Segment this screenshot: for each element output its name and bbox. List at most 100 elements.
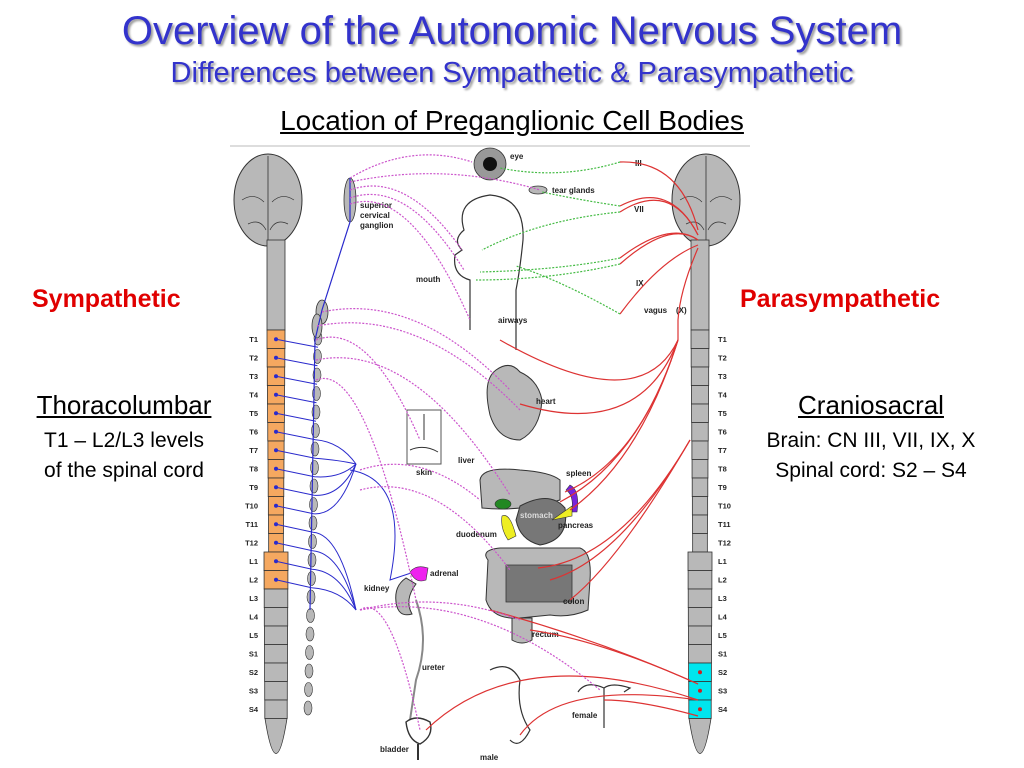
- segment-label-t4: T4: [249, 391, 259, 400]
- spinal-segment-s3: [264, 681, 288, 701]
- sympathetic-preganglionic-fiber: [275, 375, 318, 385]
- segment-label-t7: T7: [249, 446, 258, 455]
- section-title-text: Location of Preganglionic Cell Bodies: [280, 105, 744, 136]
- slide-title: Overview of the Autonomic Nervous System: [121, 9, 903, 53]
- ganglion-label-3: ganglion: [360, 221, 393, 230]
- chain-ganglion: [310, 441, 320, 457]
- sympathetic-postganglionic-fiber: [349, 193, 465, 271]
- segment-label-l5: L5: [718, 631, 727, 640]
- sympathetic-preganglionic-fibers: [275, 338, 421, 611]
- adrenal-gland: [409, 566, 429, 582]
- sympathetic-spinal-cord: T1T2T3T4T5T6T7T8T9T10T11T12L1L2L3L4L5S1S…: [245, 239, 289, 754]
- kidney: [395, 577, 417, 616]
- segment-label-t2: T2: [718, 354, 727, 363]
- heart: [486, 365, 543, 441]
- segment-label-t1: T1: [718, 335, 727, 344]
- spinal-segment-t3: [690, 366, 710, 386]
- pancreas: [551, 505, 573, 521]
- parasympathetic-heading: Parasympathetic: [740, 285, 941, 313]
- segment-label-t6: T6: [718, 428, 727, 437]
- chain-ganglion: [307, 552, 317, 568]
- segment-label-l4: L4: [718, 613, 728, 622]
- cn-vii-label: VII: [634, 205, 644, 214]
- segment-label-t8: T8: [249, 465, 258, 474]
- sympathetic-preganglionic-fiber: [275, 449, 357, 465]
- heart-label: heart: [536, 397, 556, 406]
- parasympathetic-division-label: Craniosacral: [798, 390, 944, 420]
- gallbladder: [494, 498, 512, 510]
- chain-ganglion: [306, 589, 316, 605]
- sympathetic-trunk: [309, 178, 351, 611]
- parasympathetic-preganglionic-fibers: [425, 161, 699, 736]
- chain-ganglion: [304, 663, 314, 679]
- head-profile: [453, 194, 524, 350]
- sympathetic-postganglionic-fiber: [359, 607, 421, 731]
- sympathetic-chain-ganglia: [303, 330, 323, 716]
- segment-label-t12: T12: [718, 539, 731, 548]
- segment-label-s3: S3: [718, 687, 727, 696]
- sympathetic-preganglionic-fiber: [275, 431, 357, 465]
- chain-ganglion: [304, 682, 313, 697]
- spinal-segment-l5: [264, 625, 289, 645]
- spinal-segment-l3: [263, 588, 289, 608]
- parasympathetic-postganglionic-fibers: [475, 161, 621, 315]
- kidney-label: kidney: [364, 584, 390, 593]
- segment-label-t11: T11: [718, 520, 731, 529]
- sympathetic-preganglionic-fiber: [275, 523, 357, 611]
- chain-ganglion: [308, 515, 318, 531]
- bladder-label: bladder: [380, 745, 409, 754]
- parasympathetic-preganglionic-fiber: [619, 199, 699, 236]
- duodenum-label: duodenum: [456, 530, 497, 539]
- chain-ganglion: [313, 349, 322, 364]
- sympathetic-preganglionic-fiber: [275, 394, 317, 404]
- segment-label-t12: T12: [245, 539, 258, 548]
- segment-label-l5: L5: [249, 631, 258, 640]
- ganglion-label-1: superior: [360, 201, 392, 210]
- sympathetic-postganglionic-fiber: [316, 322, 521, 411]
- segment-label-l1: L1: [718, 557, 727, 566]
- parasympathetic-preganglionic-fiber: [519, 339, 679, 415]
- spinal-segment-l3: [687, 588, 713, 608]
- segment-label-t11: T11: [245, 520, 258, 529]
- spinal-segment-t6: [691, 422, 709, 442]
- parasympathetic-preganglionic-fiber: [425, 675, 699, 731]
- ureter: [409, 599, 424, 721]
- chain-ganglion: [305, 645, 314, 660]
- segment-label-s1: S1: [249, 650, 258, 659]
- parasympathetic-preganglionic-fiber: [569, 439, 691, 601]
- spinal-segment-s1: [264, 644, 288, 664]
- sympathetic-postganglionic-fiber: [349, 154, 473, 179]
- spinal-segment-s2: [264, 662, 288, 682]
- segment-label-t1: T1: [249, 335, 258, 344]
- segment-label-t4: T4: [718, 391, 728, 400]
- parasympathetic-preganglionic-fiber: [529, 629, 699, 685]
- stomach: [515, 498, 567, 546]
- sympathetic-postganglionic-fiber: [359, 463, 481, 501]
- segment-label-t3: T3: [718, 372, 727, 381]
- chain-ganglion: [305, 626, 315, 642]
- chain-ganglion: [308, 534, 317, 549]
- spinal-segment-t1: [690, 329, 710, 349]
- cn-x-label: (X): [676, 306, 687, 315]
- preganglionic-cell-body: [698, 688, 702, 693]
- spinal-segment-t10: [691, 496, 709, 516]
- preganglionic-cell-body: [698, 670, 702, 675]
- sympathetic-heading: Sympathetic: [32, 285, 181, 313]
- sympathetic-postganglionic-fiber: [359, 606, 601, 691]
- parasympathetic-brain-line: Brain: CN III, VII, IX, X: [766, 429, 976, 452]
- sympathetic-levels-line2: of the spinal cord: [44, 459, 204, 482]
- segment-label-s1: S1: [718, 650, 727, 659]
- small-intestine: [505, 564, 573, 603]
- segment-label-t10: T10: [718, 502, 731, 511]
- spinal-segment-t4: [691, 385, 709, 405]
- segment-label-t5: T5: [718, 409, 727, 418]
- sympathetic-postganglionic-fiber: [315, 336, 421, 441]
- male-reproductive: [489, 666, 531, 744]
- mouth-label: mouth: [416, 275, 441, 284]
- sympathetic-postganglionic-fiber: [359, 601, 521, 621]
- preganglionic-cell-body: [698, 707, 702, 712]
- segment-label-t7: T7: [718, 446, 727, 455]
- sympathetic-postganglionic-fibers: [315, 154, 601, 731]
- segment-label-t9: T9: [249, 483, 258, 492]
- eye-label: eye: [510, 152, 524, 161]
